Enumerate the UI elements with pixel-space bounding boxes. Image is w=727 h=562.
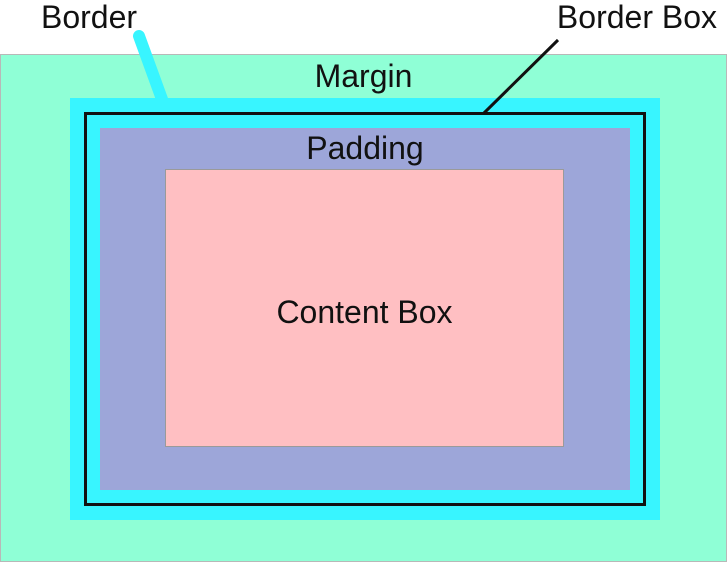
border-box-outline [84, 112, 646, 506]
content-box-label: Content Box [276, 294, 453, 330]
border-box-label: Border Box [556, 0, 717, 35]
margin-label: Margin [314, 58, 413, 94]
border-label: Border [41, 0, 138, 35]
content-box-area [165, 169, 564, 447]
padding-label: Padding [306, 130, 424, 166]
